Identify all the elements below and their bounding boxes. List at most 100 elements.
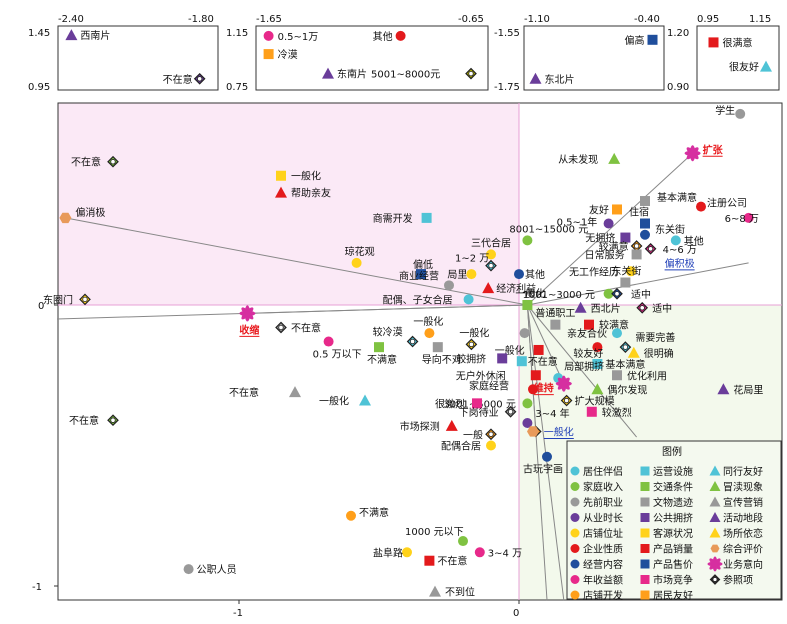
data-point xyxy=(275,186,287,198)
ref-dot xyxy=(639,305,645,311)
point-label: 不满意 xyxy=(359,506,389,519)
data-point xyxy=(636,301,649,314)
data-point xyxy=(485,428,497,441)
legend-marker xyxy=(570,528,580,538)
legend-label: 店铺开发 xyxy=(583,589,623,602)
data-point xyxy=(276,170,286,181)
legend-label: 公共拥挤 xyxy=(653,512,693,525)
point-label: 不在意 xyxy=(71,156,101,169)
data-point xyxy=(591,383,604,395)
inset-x-label: 0.95 xyxy=(697,14,719,25)
legend-label: 文物遗迹 xyxy=(653,496,693,509)
data-point xyxy=(640,196,650,207)
legend-label: 业务意向 xyxy=(723,558,763,571)
inset-point-label: 0.5~1万 xyxy=(278,32,319,43)
data-point xyxy=(107,155,119,168)
legend-label: 市场竞争 xyxy=(653,574,693,587)
point-label: 商业经营 xyxy=(399,269,439,282)
data-point xyxy=(183,564,194,575)
point-label: 其他 xyxy=(525,268,545,281)
point-label: 较激烈 xyxy=(602,406,632,419)
data-point xyxy=(482,282,495,294)
legend-marker xyxy=(709,512,721,522)
ref-dot xyxy=(647,246,654,252)
inset-point xyxy=(395,30,406,41)
inset-y-label: -1.75 xyxy=(494,82,520,93)
point-label: 6~8 万 xyxy=(725,214,759,225)
inset-y-label: 1.15 xyxy=(226,28,248,39)
legend-label: 居住伴侣 xyxy=(583,465,623,478)
inset-point xyxy=(708,37,719,48)
legend-marker xyxy=(709,481,721,491)
point-label: 4~6 万 xyxy=(663,245,697,256)
inset-y-label: 1.20 xyxy=(667,28,689,39)
inset-point xyxy=(263,30,274,41)
point-label: 配偶合居 xyxy=(441,440,481,453)
data-point xyxy=(612,204,622,215)
point-label: 较满意 xyxy=(599,240,629,253)
legend-marker xyxy=(640,466,650,476)
legend-label: 店铺位址 xyxy=(583,527,623,540)
point-label: 1001~3000 元 xyxy=(523,290,595,301)
point-label: 琼花观 xyxy=(345,245,375,258)
ref-dot xyxy=(278,324,284,331)
point-label: 0.5~1年 xyxy=(557,216,598,229)
data-point xyxy=(463,294,474,305)
legend-label: 居民友好 xyxy=(653,589,693,602)
inset-y-label: 0.90 xyxy=(667,82,689,93)
data-point xyxy=(586,406,597,417)
point-label: 经济利益 xyxy=(496,282,536,295)
data-point xyxy=(670,235,681,246)
inset-point xyxy=(647,34,658,45)
data-point xyxy=(612,328,622,339)
legend-marker xyxy=(709,496,721,507)
inset-point xyxy=(322,67,334,79)
point-label: 偶尔发现 xyxy=(607,383,647,396)
legend-label: 产品销量 xyxy=(653,543,693,556)
inset-frame xyxy=(255,25,489,91)
point-label: 1~2 万 xyxy=(455,254,489,265)
point-label: 很明确 xyxy=(644,347,674,360)
data-point xyxy=(466,269,477,280)
legend-marker xyxy=(570,513,580,522)
ref-dot xyxy=(633,243,640,249)
ref-dot xyxy=(197,76,203,82)
legend-label: 交通条件 xyxy=(653,481,693,494)
point-label: 偏积极 xyxy=(665,257,695,270)
point-label: 下岗待业 xyxy=(459,406,499,419)
inset-point-label: 其他 xyxy=(373,30,393,43)
point-label: 不在意 xyxy=(437,555,467,568)
point-label: 亲友合伙 xyxy=(567,327,607,340)
data-point xyxy=(560,394,573,407)
point-label: 不满意 xyxy=(367,353,397,366)
data-point xyxy=(743,212,754,223)
legend-label: 参照项 xyxy=(723,574,753,587)
data-point xyxy=(424,555,435,566)
ref-dot xyxy=(409,338,416,345)
inset-point-label: 很友好 xyxy=(729,61,759,74)
legend-label: 产品售价 xyxy=(653,558,693,571)
legend-label: 年收益额 xyxy=(583,574,623,587)
inset-point xyxy=(760,60,772,72)
data-point xyxy=(432,342,443,353)
direction-line xyxy=(56,304,528,320)
inset-y-label: -1.55 xyxy=(494,28,520,39)
legend-label: 企业性质 xyxy=(583,543,623,556)
inset-point-label: 东南片 xyxy=(337,68,367,81)
point-label: 0.5 万以下 xyxy=(313,350,362,361)
point-label: 其他 xyxy=(684,234,704,247)
inset-point xyxy=(263,49,274,60)
point-label: 东关街 xyxy=(611,265,641,278)
inset-point xyxy=(465,67,477,80)
x-tick-label: -1 xyxy=(233,608,243,619)
point-label: 不到位 xyxy=(445,586,475,599)
data-point xyxy=(631,249,642,260)
ref-dot xyxy=(614,291,620,297)
legend-title: 图例 xyxy=(662,445,682,458)
data-point xyxy=(584,319,594,330)
direction-line xyxy=(526,304,565,384)
legend-marker xyxy=(640,559,650,569)
inset-point-label: 西南片 xyxy=(80,29,110,42)
point-label: 友好 xyxy=(589,203,609,216)
